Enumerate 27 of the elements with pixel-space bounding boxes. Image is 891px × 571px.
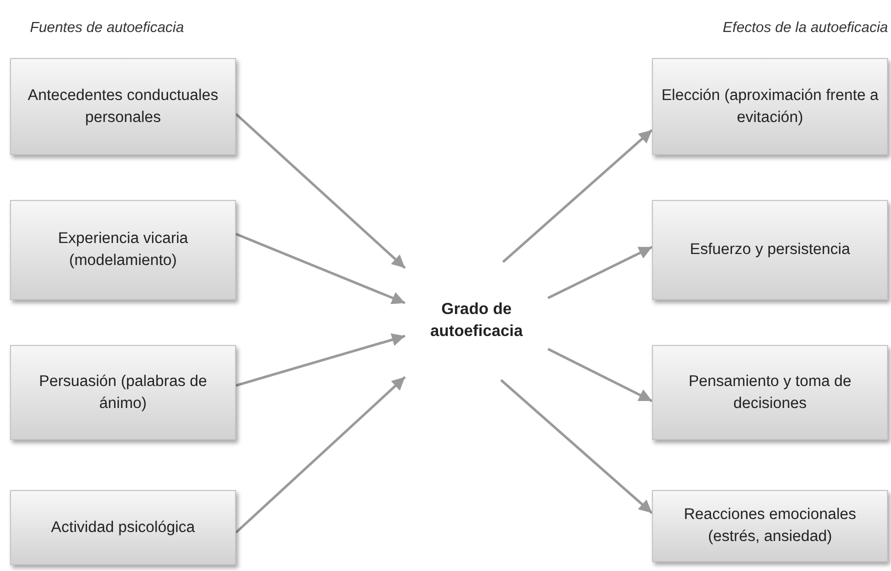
process-box (10, 58, 236, 155)
process-box (10, 345, 236, 440)
box-label: Esfuerzo y persistencia (688, 240, 852, 260)
process-box (10, 200, 236, 300)
box-label: Experiencia vicaria (modelamiento) (56, 229, 190, 271)
column-heading: Efectos de la autoeficacia (722, 20, 888, 36)
arrow (236, 232, 406, 304)
process-box (652, 490, 888, 562)
process-box (652, 200, 888, 300)
arrow (502, 129, 653, 263)
column-heading: Fuentes de autoeficacia (30, 20, 184, 36)
arrow (235, 113, 406, 269)
box-label: Elección (aproximación frente a evitación) (660, 86, 880, 128)
box-label: Antecedentes conductuales personales (26, 86, 220, 128)
arrow (235, 376, 406, 534)
arrow (547, 348, 653, 402)
process-box (652, 58, 888, 155)
process-box (652, 345, 888, 440)
central-label: Grado de autoeficacia (429, 300, 524, 342)
arrow (236, 333, 406, 387)
box-label: Reacciones emocionales (estrés, ansiedad) (682, 505, 858, 547)
process-box (10, 490, 236, 565)
box-label: Pensamiento y toma de decisiones (688, 372, 852, 414)
arrow (547, 246, 653, 300)
arrow (500, 379, 653, 514)
box-label: Persuasión (palabras de ánimo) (38, 372, 208, 414)
box-label: Actividad psicológica (50, 518, 196, 538)
